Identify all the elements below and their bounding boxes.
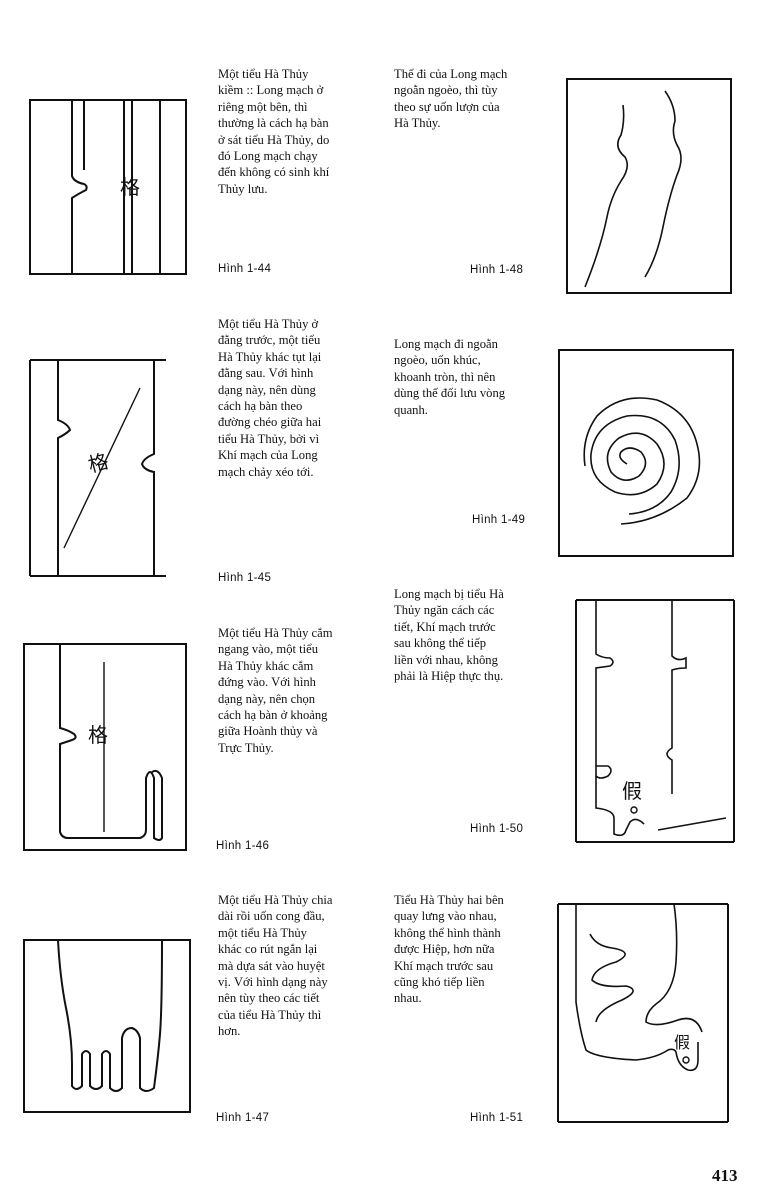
text-block-1-45: Một tiểu Hà Thủy ở đằng trước, một tiểu …	[218, 316, 360, 480]
text-line: sau không thể tiếp	[394, 636, 486, 651]
text-line: Một tiểu Hà Thủy chia	[218, 893, 333, 907]
text-line: Long mạch bị tiểu Hà	[394, 587, 504, 601]
text-line: không thể hình thành	[394, 925, 501, 940]
text-line: đến không có sinh khí	[218, 165, 330, 180]
text-line: Khí mạch trước sau	[394, 958, 494, 973]
text-line: được Hiệp, hơn nữa	[394, 942, 495, 957]
caption-1-50: Hình 1-50	[470, 823, 524, 835]
caption-1-45: Hình 1-45	[218, 572, 272, 584]
text-line: một tiểu Hà Thủy	[218, 925, 307, 940]
text-line: vị. Với hình dạng này	[218, 975, 328, 990]
text-block-1-46: Một tiểu Hà Thủy cắm ngang vào, một tiểu…	[218, 625, 360, 756]
text-line: của tiểu Hà Thủy thì	[218, 1007, 322, 1022]
text-line: cách hạ bàn theo	[218, 399, 303, 414]
caption-1-48: Hình 1-48	[470, 264, 524, 276]
text-line: đằng sau. Với hình	[218, 366, 314, 381]
text-line: nên tùy theo các tiết	[218, 991, 320, 1006]
glyph-ge: 格	[120, 175, 140, 199]
text-line: quanh.	[394, 402, 428, 417]
text-line: theo sự uốn lượn của	[394, 99, 500, 114]
text-line: đằng trước, một tiểu	[218, 333, 321, 348]
page-number: 413	[712, 1166, 738, 1185]
figure-1-49	[557, 348, 735, 558]
text-line: Khí mạch của Long	[218, 448, 318, 463]
text-line: đứng vào. Với hình	[218, 675, 316, 690]
text-line: Hà Thủy khác cắm	[218, 658, 314, 673]
text-block-1-51: Tiểu Hà Thủy hai bên quay lưng vào nhau,…	[394, 892, 530, 1007]
text-line: dùng thế đối lưu vòng	[394, 386, 506, 401]
caption-1-44: Hình 1-44	[218, 263, 272, 275]
caption-1-46: Hình 1-46	[216, 840, 270, 852]
figure-1-51: 假	[556, 902, 730, 1124]
text-line: Thủy lưu.	[218, 181, 268, 196]
caption-1-51: Hình 1-51	[470, 1112, 524, 1124]
text-block-1-50: Long mạch bị tiểu Hà Thủy ngăn cách các …	[394, 586, 530, 684]
text-line: Thế đi của Long mạch	[394, 67, 508, 81]
text-line: mà dựa sát vào huyệt	[218, 958, 325, 973]
text-line: tiết, Khí mạch trước	[394, 619, 496, 634]
text-line: hơn.	[218, 1024, 241, 1039]
text-line: Một tiểu Hà Thủy cắm	[218, 626, 333, 640]
text-block-1-47: Một tiểu Hà Thủy chia dài rồi uốn cong đ…	[218, 892, 360, 1040]
text-line: Trực Thủy.	[218, 740, 274, 755]
glyph-ge: 格	[88, 723, 108, 747]
glyph-jia: 假	[674, 1033, 690, 1052]
text-line: thường là cách hạ bàn	[218, 116, 329, 131]
caption-1-47: Hình 1-47	[216, 1112, 270, 1124]
text-line: đường chéo giữa hai	[218, 415, 322, 430]
text-line: cũng khó tiếp liền	[394, 975, 485, 990]
text-line: mạch chảy xéo tới.	[218, 464, 314, 479]
text-block-1-48: Thế đi của Long mạch ngoằn ngoèo, thì tù…	[394, 66, 530, 132]
caption-1-49: Hình 1-49	[472, 514, 526, 526]
text-line: liền với nhau, không	[394, 652, 498, 667]
figure-1-50: 假	[574, 598, 736, 844]
text-line: Long mạch đi ngoằn	[394, 337, 498, 351]
figure-1-44: 格	[28, 98, 190, 278]
text-line: khác co rút ngắn lại	[218, 942, 318, 957]
text-line: ngoằn ngoèo, thì tùy	[394, 83, 498, 98]
text-line: dài rồi uốn cong đầu,	[218, 909, 325, 924]
text-line: dạng này, nên dùng	[218, 382, 316, 397]
text-line: nhau.	[394, 991, 422, 1006]
text-line: dạng này, nên chọn	[218, 691, 316, 706]
text-line: phải là Hiệp thực thụ.	[394, 669, 504, 684]
glyph-ge: 格	[85, 449, 111, 477]
text-line: ở sát tiểu Hà Thủy, do	[218, 132, 330, 147]
text-line: khoanh tròn, thì nên	[394, 369, 496, 384]
text-line: Hà Thủy khác tụt lại	[218, 349, 322, 364]
figure-1-45: 格	[28, 358, 168, 578]
text-line: giữa Hoành thủy và	[218, 724, 318, 739]
text-line: riêng một bên, thì	[218, 99, 308, 114]
text-line: ngang vào, một tiểu	[218, 642, 319, 657]
text-block-1-49: Long mạch đi ngoằn ngoèo, uốn khúc, khoa…	[394, 336, 530, 418]
text-line: đó Long mạch chạy	[218, 149, 318, 164]
figure-1-47	[22, 938, 192, 1114]
text-line: tiểu Hà Thủy, bởi vì	[218, 431, 320, 446]
text-line: quay lưng vào nhau,	[394, 909, 497, 924]
text-line: kiềm :: Long mạch ở	[218, 83, 324, 98]
text-block-1-44: Một tiểu Hà Thủy kiềm :: Long mạch ở riê…	[218, 66, 360, 197]
text-line: ngoèo, uốn khúc,	[394, 353, 481, 368]
text-line: Một tiểu Hà Thủy ở	[218, 317, 319, 331]
text-line: cách hạ bàn ở khoảng	[218, 708, 328, 723]
text-line: Tiểu Hà Thủy hai bên	[394, 893, 504, 907]
figure-1-46: 格	[22, 642, 190, 854]
text-line: Hà Thủy.	[394, 116, 441, 131]
figure-1-48	[565, 77, 733, 295]
glyph-jia: 假	[622, 779, 642, 803]
text-line: Thủy ngăn cách các	[394, 603, 495, 618]
text-line: Một tiểu Hà Thủy	[218, 67, 309, 81]
